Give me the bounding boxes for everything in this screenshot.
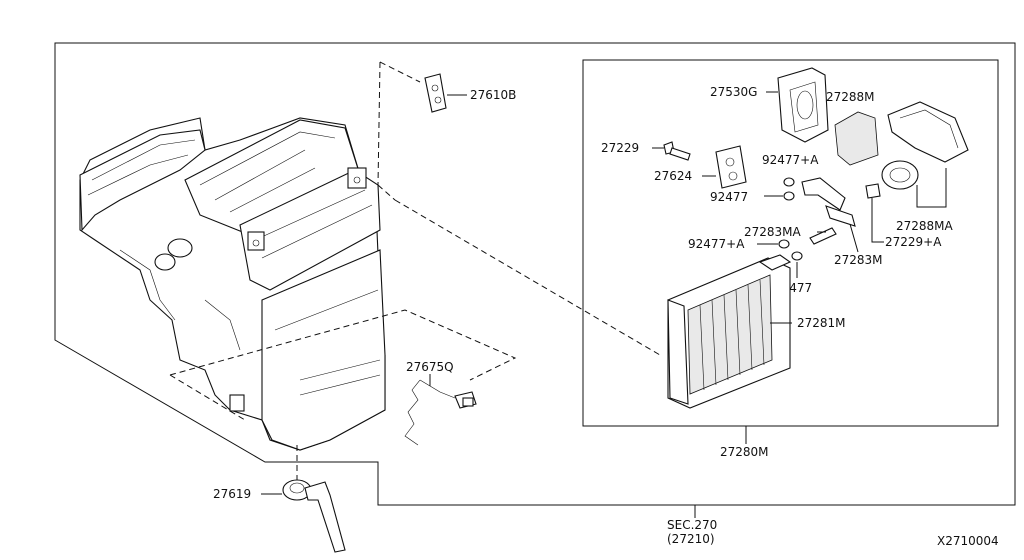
label-92477A-top: 92477+A [762,153,819,167]
part-27229A-bolt [865,183,881,199]
label-27675Q: 27675Q [406,360,454,374]
part-27281M-evaporator-core [667,254,792,409]
label-27229: 27229 [601,141,639,155]
label-27624: 27624 [654,169,692,183]
label-27288MA: 27288MA [896,219,954,233]
part-27229-bolt [663,141,691,161]
part-27530G-cover [777,67,829,143]
part-92477-mid-oring [783,191,795,201]
label-92477A-low: 92477+A [688,237,745,251]
part-27624-expansion-valve [715,145,747,189]
label-27283M: 27283M [834,253,883,267]
label-92477-mid: 92477 [710,190,748,204]
label-27530G: 27530G [710,85,757,99]
label-27281M: 27281M [797,316,846,330]
label-27610B: 27610B [470,88,516,102]
part-27288MA-seal [881,101,969,190]
part-92477A-top-oring [783,177,795,187]
evaporator-subassembly-box [582,59,999,427]
part-92477A-low-oring [778,239,790,249]
outer-frame [54,42,1016,506]
figure-id: X2710004 [937,534,999,548]
part-92477-low-oring [791,251,803,261]
leader-dashed-27610B [377,61,661,356]
part-27610B-bracket [424,73,447,113]
part-pipe-fitting [801,177,856,245]
leader-dashed-27675Q [169,309,517,421]
hvac-unit-illustration [79,117,386,451]
part-27619-drain-hose [282,479,346,553]
sec-ref-line1: SEC.270 [667,518,717,532]
label-27229A: 27229+A [885,235,942,249]
label-27619: 27619 [213,487,251,501]
sec-ref-line2: (27210) [667,532,715,546]
label-27283MA: 27283MA [744,225,802,239]
part-27675Q-sensor [404,379,477,446]
part-27288M-insulator [834,111,879,166]
label-27288M: 27288M [826,90,875,104]
label-27280M: 27280M [720,445,769,459]
